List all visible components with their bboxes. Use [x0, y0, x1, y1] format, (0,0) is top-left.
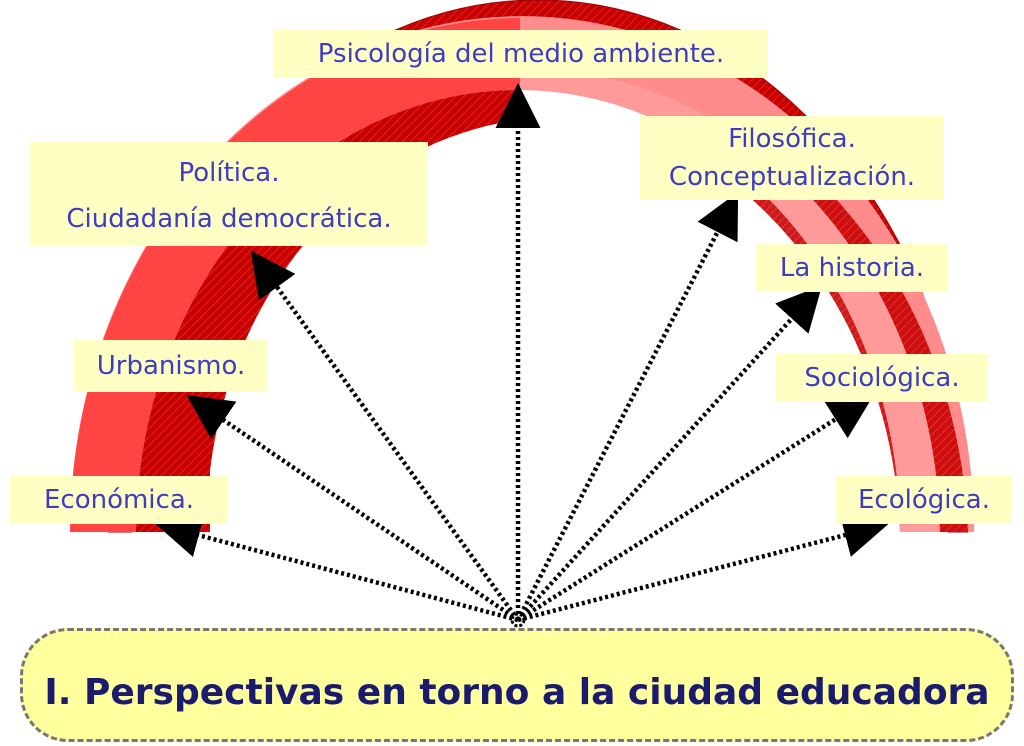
arch-front-left [70, 18, 520, 532]
label-sociologica: Sociológica. [776, 354, 988, 402]
title-box: I. Perspectivas en torno a la ciudad edu… [20, 628, 1014, 742]
label-urbanismo-text: Urbanismo. [96, 351, 246, 381]
arrow-urbanismo [186, 394, 520, 622]
arrows [155, 83, 889, 623]
label-politica: Política. Ciudadanía democrática. [30, 142, 428, 246]
label-filosofica: Filosófica. Conceptualización. [640, 116, 944, 200]
diagram-title: I. Perspectivas en torno a la ciudad edu… [44, 671, 990, 713]
label-psicologia-text: Psicología del medio ambiente. [317, 39, 725, 69]
arrow-economica [155, 513, 519, 623]
label-sociologica-text: Sociológica. [804, 363, 960, 393]
label-economica: Económica. [10, 476, 228, 524]
label-politica-line1: Política. [178, 158, 280, 188]
arrow-ecologica [517, 513, 889, 623]
arrow-origin-dot [510, 612, 526, 628]
label-politica-line2: Ciudadanía democrática. [66, 204, 392, 234]
arrow-politica [250, 250, 520, 622]
arrow-historia [516, 285, 823, 622]
label-historia-text: La historia. [779, 253, 925, 283]
label-psicologia: Psicología del medio ambiente. [274, 30, 768, 78]
label-urbanismo: Urbanismo. [74, 340, 268, 392]
label-filosofica-line2: Conceptualización. [668, 162, 916, 192]
label-economica-text: Económica. [43, 485, 195, 515]
label-ecologica: Ecológica. [836, 476, 1012, 524]
arrow-sociologica [516, 395, 874, 622]
arrow-filosofica [515, 191, 739, 622]
label-historia: La historia. [756, 244, 948, 292]
label-filosofica-line1: Filosófica. [728, 124, 856, 154]
label-ecologica-text: Ecológica. [858, 485, 990, 515]
